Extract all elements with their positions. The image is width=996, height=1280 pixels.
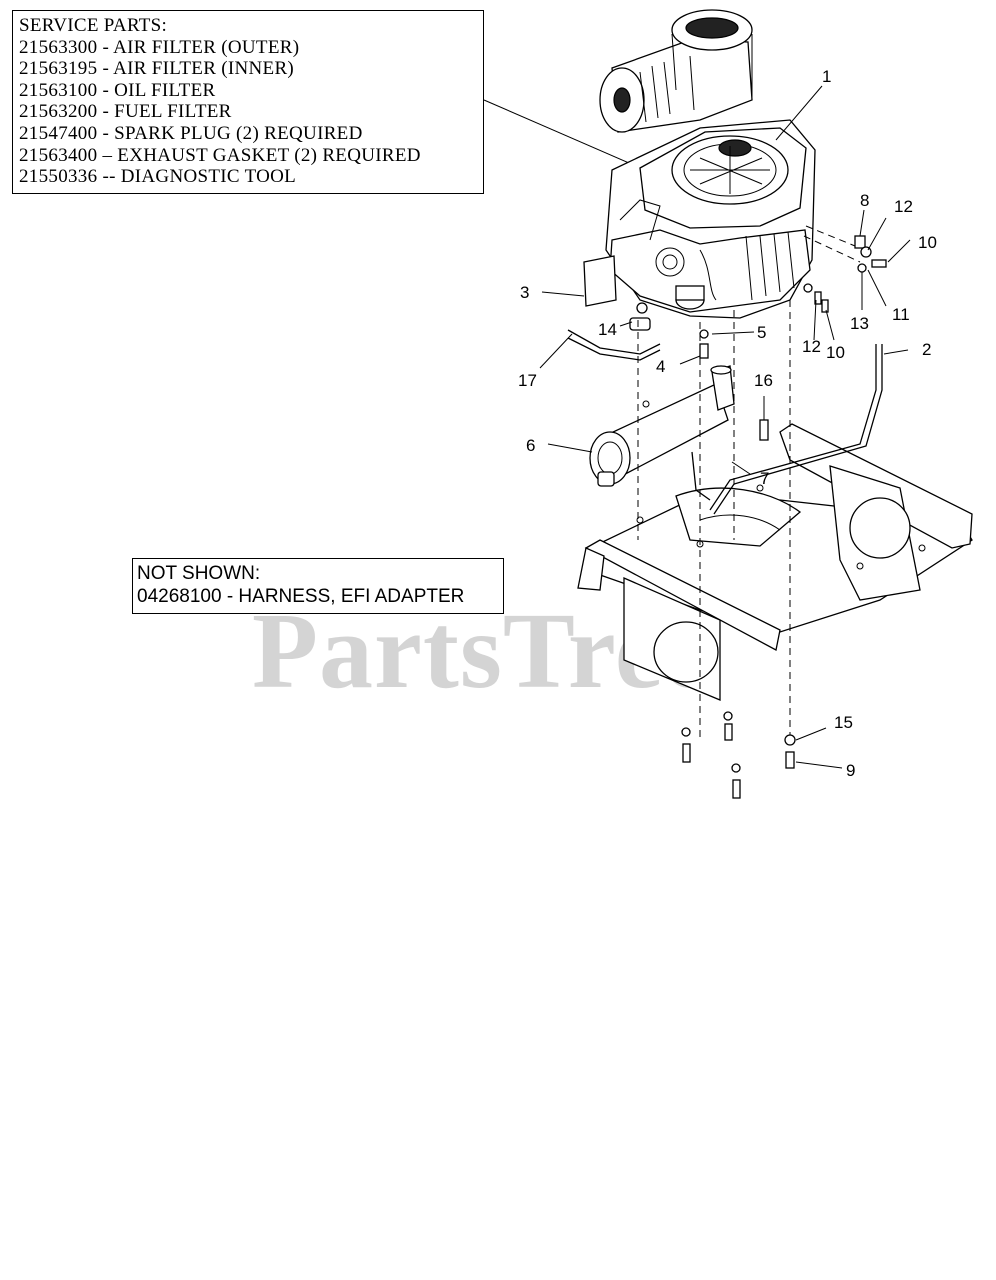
callout-8: 8: [860, 191, 869, 210]
leader-lines: [539, 85, 911, 769]
callout-13: 13: [850, 314, 869, 333]
service-part-line: 21563195 - AIR FILTER (INNER): [19, 58, 295, 80]
part-3-plate: [583, 255, 617, 307]
callout-1: 1: [822, 67, 831, 86]
part-16-bolt: [759, 419, 769, 441]
callout-2: 2: [922, 340, 931, 359]
part-5-washer: [699, 329, 709, 339]
part-4-bolt: [699, 343, 709, 359]
callout-7: 7: [760, 469, 769, 488]
service-part-line: 21550336 -- DIAGNOSTIC TOOL: [19, 166, 297, 188]
callout-3: 3: [520, 283, 529, 302]
part-6-muffler: [589, 365, 735, 487]
callout-12-upper: 12: [894, 197, 913, 216]
callout-9: 9: [846, 761, 855, 780]
service-part-line: 21563400 – EXHAUST GASKET (2) REQUIRED: [19, 144, 421, 166]
bottom-hardware: [681, 711, 796, 799]
part-14-fitting: [629, 302, 651, 331]
callout-11: 11: [892, 305, 910, 324]
callout-4: 4: [656, 357, 665, 376]
alignment-lines: [637, 300, 791, 740]
engine: [599, 9, 816, 319]
callout-5: 5: [757, 323, 766, 342]
callout-15: 15: [834, 713, 853, 732]
callout-12-lower: 12: [802, 337, 821, 356]
service-parts-box: SERVICE PARTS: 21563300 - AIR FILTER (OU…: [12, 10, 484, 194]
not-shown-title: NOT SHOWN:: [137, 563, 261, 584]
callout-16: 16: [754, 371, 773, 390]
service-part-line: 21547400 - SPARK PLUG (2) REQUIRED: [19, 122, 363, 144]
not-shown-line: 04268100 - HARNESS, EFI ADAPTER: [137, 586, 465, 607]
service-parts-title: SERVICE PARTS:: [19, 15, 168, 36]
callout-6: 6: [526, 436, 535, 455]
part-17-fuel-line: [567, 329, 661, 355]
engine-frame: [577, 423, 973, 701]
not-shown-box: NOT SHOWN: 04268100 - HARNESS, EFI ADAPT…: [132, 558, 504, 614]
service-part-line: 21563200 - FUEL FILTER: [19, 101, 232, 123]
service-part-line: 21563100 - OIL FILTER: [19, 79, 216, 101]
callout-10-lower: 10: [826, 343, 845, 362]
callout-10-upper: 10: [918, 233, 937, 252]
service-part-line: 21563300 - AIR FILTER (OUTER): [19, 36, 300, 58]
part-2-rod: [709, 344, 877, 511]
service-box-leader: [483, 99, 637, 167]
callout-14: 14: [598, 320, 617, 339]
part-7-bracket: [691, 451, 711, 501]
callout-17: 17: [518, 371, 537, 390]
